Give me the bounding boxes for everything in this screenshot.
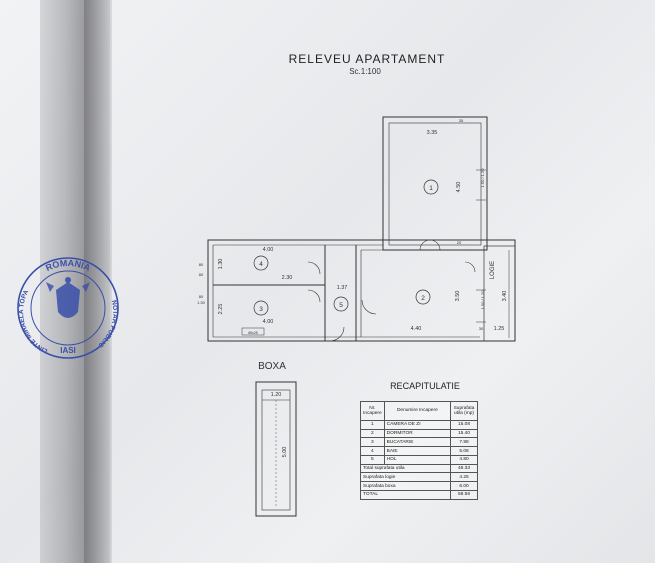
room-5-circle (333, 296, 349, 312)
recap-row-name: BUCATARIE (383, 437, 452, 448)
recap-row-area: 15.40 (450, 428, 478, 439)
recap-row-area: 4.80 (450, 454, 478, 465)
recap-row-name: BAIE (383, 446, 452, 456)
apartment-lower-wall (207, 239, 516, 342)
recap-row-nr: 1 (360, 419, 385, 430)
recap-total-row: Total suprafata utila 48.33 (360, 463, 478, 474)
recap-row-nr: 3 (360, 437, 385, 448)
stamp-bottom-text: IASI (60, 346, 76, 355)
dim-small-80a: 80 (199, 262, 204, 267)
recap-total-label: TOTAL (360, 490, 451, 500)
dim-small-20: 20 (457, 240, 462, 245)
recap-row-area: 7.98 (450, 437, 478, 448)
vent-box (241, 327, 265, 336)
door-arc-bath (307, 261, 321, 275)
logie-label: LOGIE (490, 261, 496, 279)
recap-table: Nr. Incapere Denumire Incapere Suprafata… (360, 401, 478, 500)
room-4-circle (253, 255, 269, 271)
dim-small-35: 35 (459, 118, 464, 123)
room-3-number: 3 (259, 306, 263, 313)
dim-room2-width: 4.40 (411, 326, 422, 332)
dim-room2-height: 3.50 (455, 291, 461, 302)
dim-hall-width: 1.37 (337, 285, 348, 291)
dim-logie-depth: 1.25 (494, 326, 505, 332)
dim-boxa-length: 5.00 (282, 447, 288, 458)
drawing-title: RELEVEU APARTAMENT (288, 52, 446, 66)
door-arc-kitchen (307, 289, 321, 303)
coat-of-arms-icon (46, 277, 90, 318)
boxa-inner (261, 389, 291, 511)
stamp-right-text: NOTAR PUBLIC (96, 300, 118, 349)
boxa-wall (255, 381, 297, 517)
recap-header-name: Denumire Incapere (383, 401, 452, 421)
boxa-title: BOXA (258, 361, 286, 372)
dim-room3-width: 4.00 (263, 319, 274, 325)
stamp-top-text: ROMANIA (44, 258, 92, 273)
dim-boxa-width: 1.20 (271, 392, 282, 398)
recap-total-label: Suprafata logie (360, 472, 451, 483)
logie-wall (483, 245, 516, 342)
notary-stamp: ROMANIA MELINTE MIHAELA TOPALA NOTAR PUB… (8, 252, 119, 359)
dim-logie-height: 3.40 (502, 291, 508, 302)
recap-total-label: Suprafata boxa (360, 481, 451, 492)
dim-small-130: 1.30 (197, 300, 206, 305)
recap-header-row: Nr. Incapere Denumire Incapere Suprafata… (360, 401, 478, 421)
recap-total-row: TOTAL 58.58 (360, 490, 478, 500)
paper-fold-shadow (40, 0, 112, 563)
table-row: 2 DORMITOR 15.40 (360, 428, 478, 439)
door-arc-entry (329, 326, 345, 342)
recap-row-area: 15.08 (450, 419, 478, 430)
dim-small-80b: 80 (199, 272, 204, 277)
dim-window-room1: 1.50 / 1.20 (480, 168, 485, 188)
recap-total-label: Total suprafata utila (360, 463, 451, 474)
recap-total-value: 6.00 (450, 481, 478, 492)
recap-total-value: 48.33 (450, 463, 478, 474)
recap-title: RECAPITULATIE (390, 381, 460, 391)
door-arc-room1 (419, 239, 431, 251)
recap-row-nr: 2 (360, 428, 385, 439)
dim-room1-height: 4.50 (456, 182, 462, 193)
room-1-wall (382, 116, 488, 251)
dim-room4-height: 1.30 (218, 259, 224, 270)
dim-room4-width: 4.00 (263, 247, 274, 253)
table-row: 4 BAIE 5.08 (360, 446, 478, 456)
dim-small-30: 30 (479, 326, 484, 331)
table-row: 1 CAMERA DE ZI 15.08 (360, 419, 478, 430)
recap-total-value: 58.58 (450, 490, 478, 500)
room-2-number: 2 (421, 295, 425, 302)
room-1-number: 1 (429, 185, 433, 192)
recap-header-area: Suprafata utila (mp) (450, 401, 478, 421)
recap-total-row: Suprafata logie 4.25 (360, 472, 478, 483)
dim-room1-width: 3.35 (427, 130, 438, 136)
recap-row-name: HOL (383, 454, 452, 465)
recap-row-name: CAMERA DE ZI (383, 419, 452, 430)
dim-room3-height: 2.25 (218, 304, 224, 315)
recap-row-name: DORMITOR (383, 428, 452, 439)
drawing-scale: Sc.1:100 (349, 67, 381, 76)
room-4-number: 4 (259, 261, 263, 268)
recap-header-nr: Nr. Incapere (360, 401, 385, 421)
room-3-circle (253, 300, 269, 316)
room-2-circle (415, 289, 431, 305)
table-row: 3 BUCATARIE 7.98 (360, 437, 478, 448)
recap-row-nr: 5 (360, 454, 385, 465)
dim-corridor: 2.30 (282, 275, 293, 281)
paper-fold-crease (84, 0, 110, 563)
room-1-circle (423, 179, 439, 195)
door-arc-room2 (361, 299, 377, 315)
table-row: 5 HOL 4.80 (360, 454, 478, 465)
dim-window-room2: 1.50 / 1.20 (480, 290, 485, 310)
room-5-number: 5 (339, 302, 343, 309)
recap-total-row: Suprafata boxa 6.00 (360, 481, 478, 492)
room-1-inner (388, 122, 482, 246)
recap-total-value: 4.25 (450, 472, 478, 483)
recap-row-nr: 4 (360, 446, 385, 456)
recap-row-area: 5.08 (450, 446, 478, 456)
dim-small-80c: 80 (199, 294, 204, 299)
stamp-left-text: MELINTE MIHAELA TOPALA (8, 252, 49, 354)
dim-vent: 65x25 (248, 331, 258, 335)
